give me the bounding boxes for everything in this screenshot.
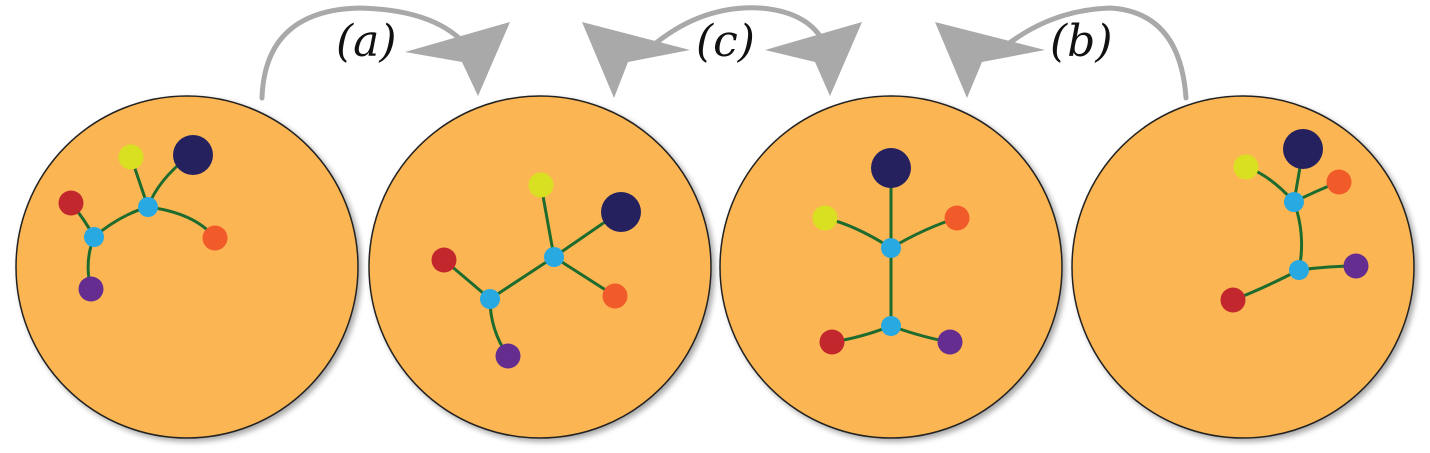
node-red (1220, 287, 1246, 313)
node-dark (173, 135, 213, 175)
node-dark (601, 192, 641, 232)
arrow-head-a (405, 22, 510, 96)
step-label-a: (a) (336, 16, 397, 67)
node-core (881, 316, 901, 336)
edge (488, 255, 556, 301)
step-arrow-c: (c) (582, 5, 862, 98)
node-dark (871, 148, 911, 188)
arrow-arc-c (647, 5, 828, 51)
node-red (58, 190, 84, 216)
node-yellow (812, 205, 838, 231)
graph-disk-3 (719, 95, 1063, 439)
node-yellow (528, 172, 554, 198)
node-purple (1343, 253, 1369, 279)
node-purple (495, 343, 521, 369)
node-orange (602, 283, 628, 309)
node-orange (202, 225, 228, 251)
node-core (1289, 260, 1309, 280)
node-purple (78, 276, 104, 302)
step-arrow-b: (b) (935, 5, 1189, 101)
arrow-head-c-right (765, 22, 862, 96)
step-label-c: (c) (696, 16, 755, 67)
disk-1-nodes (58, 135, 228, 302)
graph-disk-2 (368, 95, 712, 439)
graph-disk-4 (1071, 95, 1415, 439)
graph-disk-1 (15, 95, 359, 439)
step-arrow-a: (a) (259, 5, 510, 101)
disk-2-nodes (431, 172, 641, 369)
node-core (881, 238, 901, 258)
node-dark (1283, 129, 1323, 169)
node-red (431, 247, 457, 273)
node-red (819, 329, 845, 355)
node-core (84, 227, 104, 247)
arrow-head-b (935, 22, 1045, 98)
node-purple (937, 329, 963, 355)
node-core (480, 289, 500, 309)
arrow-head-c-left (582, 22, 690, 98)
arrow-arc-a (259, 5, 473, 101)
node-core (544, 247, 564, 267)
disk-3-nodes (812, 148, 970, 355)
node-core (1284, 192, 1304, 212)
node-orange (1326, 169, 1352, 195)
disk-1 (15, 95, 359, 439)
node-yellow (1233, 154, 1259, 180)
disk-4-nodes (1220, 129, 1369, 313)
node-orange (944, 205, 970, 231)
node-yellow (118, 144, 144, 170)
step-label-b: (b) (1050, 16, 1113, 67)
arrow-arc-b (1000, 5, 1189, 101)
node-core (138, 197, 158, 217)
